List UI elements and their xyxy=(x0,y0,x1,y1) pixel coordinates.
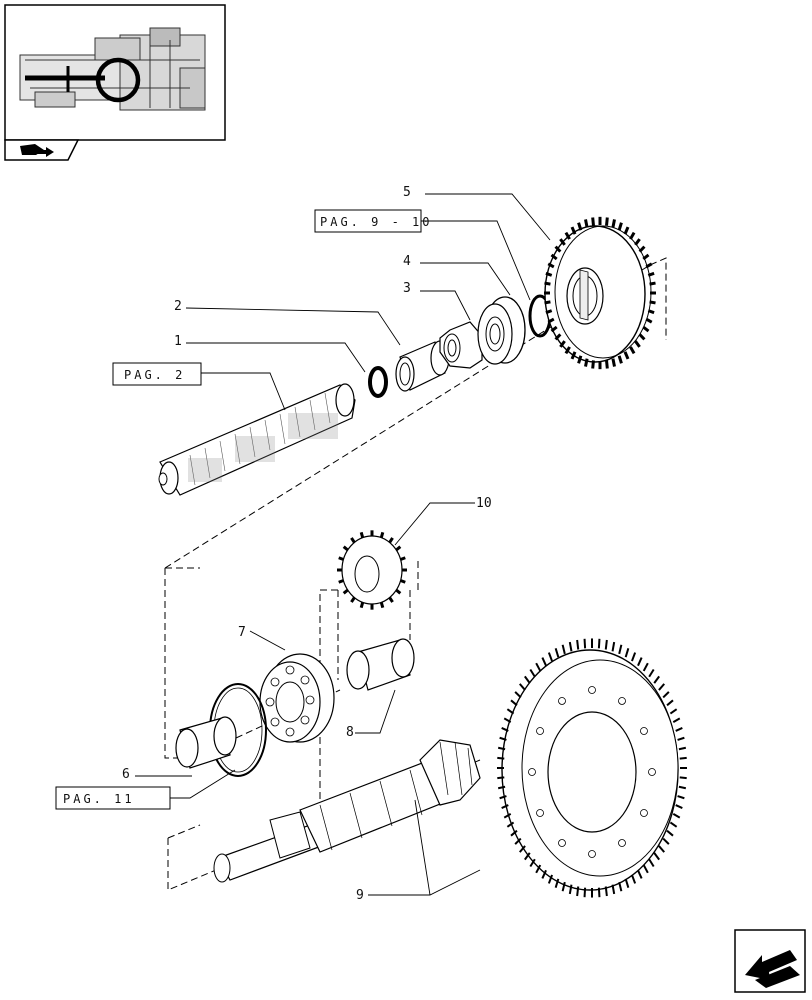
bolt-hole xyxy=(558,839,566,847)
callout-3: 3 xyxy=(403,281,411,296)
callout-numbers: 5 4 3 2 1 10 7 8 6 9 xyxy=(122,185,492,903)
locator-thumbnail[interactable] xyxy=(4,4,226,141)
bolt-hole xyxy=(618,697,626,705)
lock-nut xyxy=(439,321,483,369)
callout-2: 2 xyxy=(174,299,182,314)
ball-bearing xyxy=(477,296,526,365)
callout-8: 8 xyxy=(346,725,354,740)
bolt-hole xyxy=(618,839,626,847)
roller-bearing xyxy=(259,653,335,743)
spacer-sleeve xyxy=(346,638,415,691)
bevel-ring-gear xyxy=(497,638,687,898)
page-ref-9-10[interactable]: PAG. 9 - 10 xyxy=(314,209,432,233)
callout-5: 5 xyxy=(403,185,411,200)
splined-input-shaft xyxy=(158,383,356,496)
bolt-hole xyxy=(588,686,596,694)
callout-10: 10 xyxy=(476,496,492,511)
needle-bearing xyxy=(395,340,450,392)
bolt-hole xyxy=(588,850,596,858)
callout-6: 6 xyxy=(122,767,130,782)
bolt-hole xyxy=(558,697,566,705)
bolt-hole xyxy=(648,768,656,776)
book-arrow-icon[interactable] xyxy=(4,139,80,161)
page-ref-11-label: PAG. 11 xyxy=(63,792,135,806)
page-ref-2-label: PAG. 2 xyxy=(124,368,185,382)
small-pinion-gear xyxy=(337,530,407,610)
bolt-hole xyxy=(536,809,544,817)
bolt-hole xyxy=(640,809,648,817)
bevel-pinion-shaft xyxy=(213,739,481,883)
bolt-hole xyxy=(640,727,648,735)
callout-9: 9 xyxy=(356,888,364,903)
page-ref-11[interactable]: PAG. 11 xyxy=(55,786,171,810)
callout-1: 1 xyxy=(174,334,182,349)
page-ref-2[interactable]: PAG. 2 xyxy=(112,362,202,386)
page-ref-9-10-label: PAG. 9 - 10 xyxy=(320,215,432,229)
bolt-hole xyxy=(528,768,536,776)
callout-7: 7 xyxy=(238,625,246,640)
next-page-arrow-icon[interactable] xyxy=(734,929,806,993)
leader-lines xyxy=(135,193,551,896)
locator-highlight-circle xyxy=(95,57,141,103)
snap-ring xyxy=(368,366,388,398)
large-spur-gear xyxy=(544,216,656,370)
bushing-sleeve xyxy=(175,716,237,769)
bolt-hole xyxy=(536,727,544,735)
callout-4: 4 xyxy=(403,254,411,269)
